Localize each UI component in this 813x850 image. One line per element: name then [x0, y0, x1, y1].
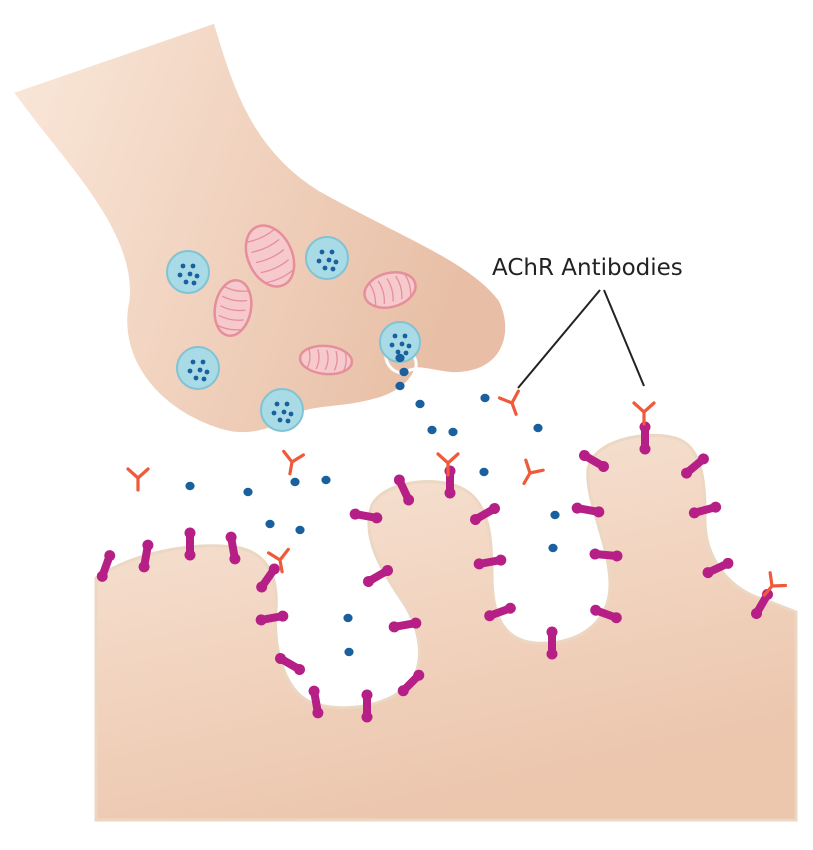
antibody-icon — [126, 467, 150, 492]
receptor-icon — [688, 501, 722, 519]
postsynaptic-membrane — [94, 433, 798, 822]
acetylcholine-dot — [479, 467, 489, 477]
vesicle-icon — [305, 236, 349, 280]
acetylcholine-dot — [415, 399, 425, 409]
callout-label: AChR Antibodies — [492, 255, 683, 281]
mitochondrion-icon — [363, 271, 417, 309]
receptor-icon — [138, 539, 154, 573]
antibodies-group — [126, 389, 788, 597]
receptor-icon — [590, 604, 622, 624]
antibody-icon — [266, 547, 290, 574]
antibody-icon — [522, 458, 545, 485]
mitochondria-group — [213, 224, 417, 376]
acetylcholine-dot — [243, 487, 253, 497]
receptor-icon — [589, 548, 623, 562]
acetylcholine-dot — [290, 477, 300, 487]
acetylcholine-dot — [548, 543, 558, 553]
mitochondrion-icon — [298, 344, 354, 376]
receptor-icon — [578, 450, 610, 472]
receptor-icon — [349, 508, 383, 524]
receptor-icon — [397, 669, 425, 697]
receptor-icon — [96, 550, 116, 582]
antibody-icon — [762, 571, 788, 597]
acetylcholine-dot — [399, 367, 409, 377]
receptor-icon — [681, 453, 709, 479]
receptor-icon — [308, 685, 324, 719]
antibody-icon — [436, 452, 460, 477]
antibody-icon — [632, 401, 656, 426]
acetylcholine-group — [185, 353, 560, 657]
acetylcholine-dot — [321, 475, 331, 485]
callout: AChR Antibodies — [492, 255, 683, 389]
receptor-icon — [639, 421, 651, 455]
antibody-icon — [497, 389, 520, 416]
receptors-group — [96, 421, 773, 723]
receptor-icon — [702, 557, 734, 579]
receptor-icon — [255, 610, 289, 626]
receptor-icon — [225, 531, 241, 565]
acetylcholine-dot — [295, 525, 305, 535]
acetylcholine-dot — [395, 381, 405, 391]
receptor-icon — [571, 502, 605, 518]
vesicle-icon — [176, 346, 220, 390]
acetylcholine-dot — [265, 519, 275, 529]
acetylcholine-dot — [427, 425, 437, 435]
receptor-icon — [274, 653, 306, 675]
acetylcholine-dot — [344, 647, 354, 657]
acetylcholine-dot — [448, 427, 458, 437]
callout-line-right — [603, 289, 645, 387]
callout-line-left — [517, 289, 601, 389]
antibody-icon — [282, 449, 306, 476]
receptor-icon — [484, 602, 516, 622]
receptor-icon — [546, 626, 558, 660]
acetylcholine-dot — [480, 393, 490, 403]
receptor-icon — [751, 588, 773, 620]
receptor-icon — [393, 474, 415, 506]
acetylcholine-dot — [533, 423, 543, 433]
acetylcholine-dot — [185, 481, 195, 491]
receptor-icon — [473, 554, 507, 570]
receptor-icon — [256, 563, 280, 593]
receptor-icon — [444, 465, 456, 499]
receptor-icon — [361, 689, 373, 723]
receptor-icon — [184, 527, 196, 561]
synaptic-vesicles-group — [166, 236, 421, 432]
vesicle-icon — [166, 250, 210, 294]
acetylcholine-dot — [395, 353, 405, 363]
receptor-icon — [362, 565, 394, 587]
acetylcholine-dot — [550, 510, 560, 520]
mitochondrion-icon — [213, 278, 253, 338]
acetylcholine-dot — [343, 613, 353, 623]
receptor-icon — [388, 617, 422, 633]
receptor-icon — [469, 503, 501, 525]
vesicle-icon — [260, 388, 304, 432]
